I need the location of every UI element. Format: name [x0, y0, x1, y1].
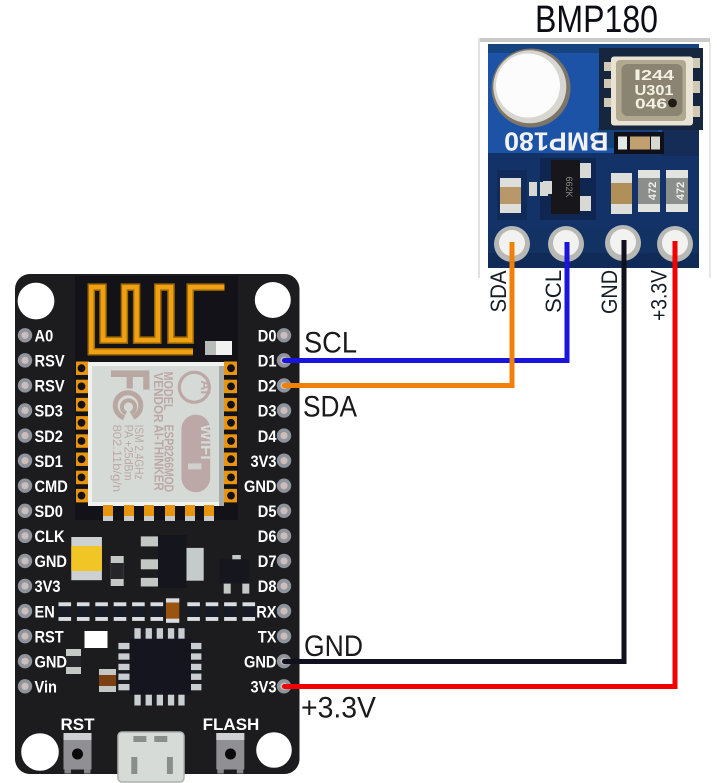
svg-text:3V3: 3V3: [251, 452, 277, 471]
svg-text:MODEL: MODEL: [161, 372, 176, 411]
svg-text:Vin: Vin: [35, 677, 58, 696]
svg-text:GND: GND: [35, 552, 68, 571]
svg-text:+3.3V: +3.3V: [647, 270, 672, 321]
svg-text:D6: D6: [258, 527, 277, 546]
svg-text:+3.3V: +3.3V: [301, 692, 376, 725]
svg-text:EN: EN: [35, 602, 55, 621]
svg-text:802.11b/g/n: 802.11b/g/n: [110, 425, 124, 493]
svg-text:RX: RX: [256, 602, 277, 621]
svg-text:D0: D0: [258, 327, 277, 346]
svg-text:GND: GND: [35, 652, 68, 671]
svg-text:D8: D8: [258, 577, 277, 596]
svg-text:SD1: SD1: [35, 452, 63, 471]
svg-text:VENDOR: VENDOR: [151, 373, 166, 424]
svg-text:AI: AI: [198, 380, 214, 394]
svg-text:RSV: RSV: [35, 352, 66, 371]
svg-text:PA +25dBm: PA +25dBm: [122, 425, 136, 481]
svg-text:D3: D3: [258, 402, 277, 421]
svg-text:D4: D4: [258, 427, 277, 446]
svg-text:TX: TX: [258, 627, 277, 646]
svg-text:SD2: SD2: [35, 427, 63, 446]
svg-text:A0: A0: [35, 327, 54, 346]
svg-text:ESP8266MOD: ESP8266MOD: [162, 425, 177, 493]
svg-text:D2: D2: [258, 377, 277, 396]
svg-text:BMP180: BMP180: [535, 0, 658, 41]
svg-text:D1: D1: [258, 352, 277, 371]
svg-text:SCL: SCL: [541, 270, 566, 313]
svg-text:GND: GND: [244, 477, 277, 496]
svg-text:046: 046: [635, 96, 667, 113]
svg-text:WiFi: WiFi: [197, 424, 216, 460]
svg-text:D7: D7: [258, 552, 277, 571]
svg-text:SD0: SD0: [35, 502, 63, 521]
svg-text:AI-THINKER: AI-THINKER: [152, 425, 167, 492]
svg-text:GND: GND: [597, 270, 622, 314]
svg-text:CMD: CMD: [35, 477, 68, 496]
svg-text:SD3: SD3: [35, 402, 63, 421]
svg-text:472: 472: [675, 182, 687, 200]
svg-text:U301: U301: [635, 82, 674, 99]
svg-text:SDA: SDA: [303, 391, 357, 424]
svg-text:3V3: 3V3: [251, 677, 277, 696]
svg-text:CLK: CLK: [35, 527, 66, 546]
svg-text:3V3: 3V3: [35, 577, 61, 596]
svg-text:472: 472: [647, 182, 659, 200]
svg-text:244: 244: [641, 67, 675, 84]
svg-text:RSV: RSV: [35, 377, 66, 396]
svg-text:GND: GND: [304, 630, 363, 663]
svg-text:ISM 2.4GHz: ISM 2.4GHz: [132, 425, 146, 480]
svg-text:FLASH: FLASH: [203, 715, 260, 734]
svg-text:662K: 662K: [564, 176, 574, 197]
svg-text:RST: RST: [61, 715, 96, 734]
svg-text:SCL: SCL: [304, 326, 357, 359]
svg-text:GND: GND: [244, 652, 277, 671]
svg-text:SDA: SDA: [486, 270, 511, 312]
svg-text:BMP180: BMP180: [504, 126, 609, 155]
svg-text:RST: RST: [35, 627, 65, 646]
svg-text:D5: D5: [258, 502, 277, 521]
